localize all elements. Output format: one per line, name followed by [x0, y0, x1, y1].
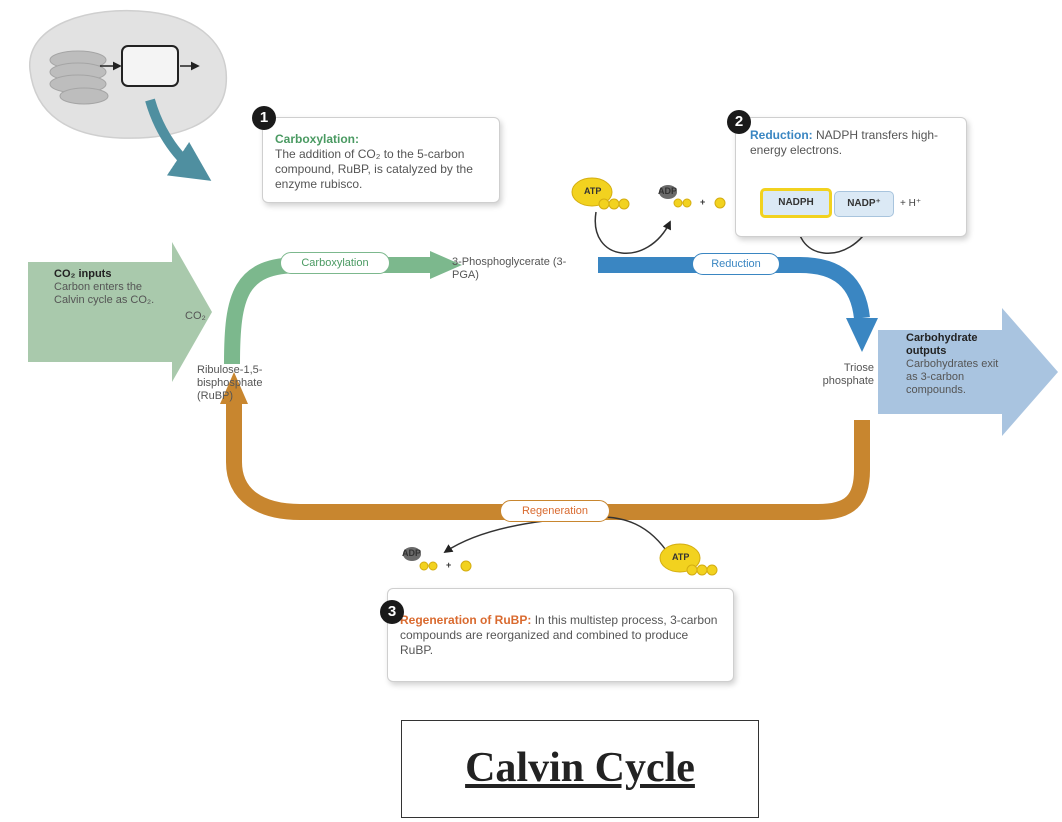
atp-label-regeneration: ATP — [672, 552, 690, 562]
step-3-badge: 3 — [380, 600, 404, 624]
carbohydrate-output-body: Carbohydrates exit as 3-carbon compounds… — [906, 358, 999, 396]
atp-label-reduction: ATP — [584, 186, 602, 196]
regeneration-atp-curl — [443, 516, 671, 557]
callout-reduction: Reduction: NADPH transfers high-energy e… — [735, 117, 967, 237]
carboxylation-pill: Carboxylation — [280, 252, 390, 274]
co2-label: CO₂ — [185, 310, 206, 322]
regeneration-arrowhead — [220, 372, 248, 404]
step-1-badge: 1 — [252, 106, 276, 130]
adp-icon-regeneration — [403, 547, 472, 572]
plus-sign-reduction: + — [700, 197, 706, 207]
regeneration-track — [226, 402, 870, 520]
nadp-molecule: NADP⁺ — [834, 191, 894, 217]
thylakoid-stacks — [49, 50, 109, 105]
co2-input-body: Carbon enters the Calvin cycle as CO₂. — [54, 281, 155, 306]
phosphate-icon — [714, 197, 726, 209]
mini-cycle-box — [121, 45, 179, 87]
carbohydrate-output-arrow — [878, 308, 1058, 436]
phosphate-icon — [460, 560, 472, 572]
rubp-label: Ribulose-1,5-bisphosphate (RuBP) — [197, 364, 263, 402]
callout-carboxylation-heading: Carboxylation: — [275, 132, 360, 146]
callout-reduction-heading: Reduction: — [750, 128, 813, 142]
hydrogen-ion-label: + H⁺ — [900, 198, 922, 209]
atp-icon-reduction — [571, 177, 630, 210]
reduction-arrowhead — [846, 318, 878, 352]
zoom-arrow — [145, 98, 212, 181]
step-2-badge: 2 — [727, 110, 751, 134]
plus-sign-regeneration: + — [446, 560, 452, 570]
regeneration-pill: Regeneration — [500, 500, 610, 522]
atp-icon-regeneration — [659, 543, 718, 576]
callout-reduction-body: NADPH transfers high-energy electrons. — [750, 128, 939, 157]
adp-icon-reduction — [659, 185, 726, 209]
carbohydrate-output-title: Carbohydrate outputs — [906, 332, 978, 357]
callout-carboxylation-body: The addition of CO₂ to the 5-carbon comp… — [275, 147, 473, 191]
callout-carboxylation: Carboxylation: The addition of CO₂ to th… — [262, 117, 500, 203]
adp-label-reduction: ADP — [658, 186, 678, 196]
callout-carboxylation-text: Carboxylation: The addition of CO₂ to th… — [275, 132, 491, 192]
callout-reduction-text: Reduction: NADPH transfers high-energy e… — [750, 128, 956, 158]
co2-input-title: CO₂ inputs — [54, 268, 112, 280]
triose-phosphate-label: Triose phosphate — [822, 362, 874, 387]
callout-regeneration: Regeneration of RuBP: In this multistep … — [387, 588, 734, 682]
atp-to-adp-curl — [594, 211, 671, 254]
caption-box: Calvin Cycle — [401, 720, 759, 818]
adp-label-regeneration: ADP — [402, 548, 422, 558]
callout-regeneration-body: In this multistep process, 3-carbon comp… — [400, 613, 718, 657]
co2-input-text: CO₂ inputs Carbon enters the Calvin cycl… — [54, 268, 166, 307]
carboxylation-arrowhead — [430, 251, 462, 279]
callout-regeneration-heading: Regeneration of RuBP: — [400, 613, 532, 627]
caption-title: Calvin Cycle — [465, 745, 695, 791]
co2-input-arrow — [28, 242, 212, 382]
pga-label: 3-Phosphoglycerate (3-PGA) — [452, 256, 567, 281]
carboxylation-track — [224, 257, 432, 365]
reduction-track — [598, 257, 870, 320]
nadph-molecule: NADPH — [760, 188, 832, 218]
carbohydrate-output-text: Carbohydrate outputs Carbohydrates exit … — [906, 332, 1006, 397]
reduction-pill: Reduction — [692, 253, 780, 275]
callout-regeneration-text: Regeneration of RuBP: In this multistep … — [400, 613, 722, 658]
chloroplast-illustration — [29, 9, 228, 181]
